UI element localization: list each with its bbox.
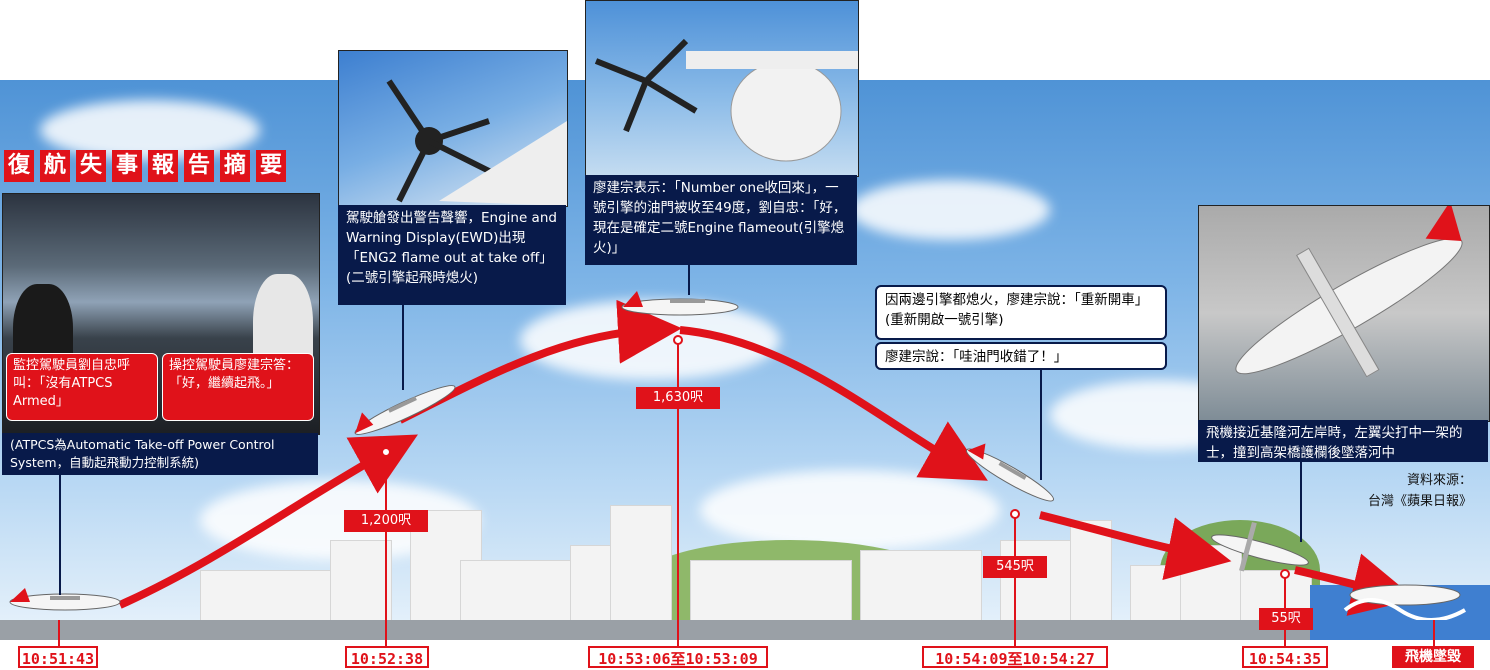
- propeller-icon: [594, 38, 858, 162]
- crash-photo: [1198, 205, 1490, 422]
- report-title: 復 航 失 事 報 告 摘 要: [4, 150, 286, 182]
- connector-line: [1300, 462, 1302, 542]
- connector-line: [402, 305, 404, 390]
- aircraft-front-photo: [585, 0, 859, 177]
- path-climb: [118, 434, 418, 609]
- cloud: [850, 180, 1050, 240]
- building: [330, 540, 392, 622]
- plane-crash: [1343, 584, 1466, 620]
- altitude-dot: [1010, 509, 1020, 519]
- plane-peak: [621, 291, 739, 316]
- propeller-icon: [386, 79, 567, 206]
- caption-cockpit-right: 操控駕駛員廖建宗答：「好，繼續起飛。」: [162, 353, 314, 421]
- time-badge-peak: 10:53:06至10:53:09: [588, 646, 768, 668]
- altitude-line: [677, 340, 679, 648]
- crash-badge: 飛機墜毀: [1392, 646, 1474, 668]
- connector-line: [1040, 370, 1042, 480]
- plane-descent: [966, 443, 1054, 502]
- altitude-label-545: 545呎: [983, 556, 1047, 578]
- source-credit: 資料來源： 台灣《蘋果日報》: [1368, 473, 1473, 509]
- altitude-dot: [1280, 569, 1290, 579]
- plane-illustration: [1235, 206, 1463, 378]
- caption-ewd: 駕駛艙發出警告聲響，Engine and Warning Display(EWD…: [338, 205, 566, 305]
- building: [610, 505, 672, 622]
- caption-cockpit-left: 監控駕駛員劉自忠呼叫：「沒有ATPCS Armed」: [6, 353, 158, 421]
- altitude-label-1200: 1,200呎: [344, 510, 428, 532]
- building: [460, 560, 572, 622]
- plane-climb: [354, 385, 456, 435]
- path-fall: [1039, 511, 1232, 581]
- time-badge-warning: 10:52:38: [345, 646, 429, 668]
- building: [1000, 540, 1082, 622]
- altitude-dot: [673, 335, 683, 345]
- time-badge-impact: 10:54:35: [1242, 646, 1328, 668]
- altitude-label-55: 55呎: [1259, 608, 1313, 630]
- ground: [0, 620, 1490, 640]
- path-descent: [679, 326, 988, 481]
- time-badge-takeoff: 10:51:43: [18, 646, 98, 668]
- altitude-dot: [381, 447, 391, 457]
- altitude-line: [1014, 514, 1016, 648]
- altitude-line: [385, 452, 387, 648]
- caption-wrong-throttle: 廖建宗說：「哇油門收錯了！」: [875, 342, 1167, 370]
- caption-number-one: 廖建宗表示：「Number one收回來」，一號引擎的油門被收至49度，劉自忠：…: [585, 175, 857, 265]
- building: [1070, 520, 1112, 622]
- plane-takeoff: [9, 588, 121, 611]
- caption-atpcs: (ATPCS為Automatic Take-off Power Control …: [2, 433, 318, 475]
- caption-both-engines-out: 因兩邊引擎都熄火，廖建宗說：「重新開車」(重新開啟一號引擎): [875, 285, 1167, 340]
- time-badge-descent: 10:54:09至10:54:27: [922, 646, 1108, 668]
- time-line: [58, 620, 60, 648]
- plane-banking: [1211, 521, 1309, 572]
- engine-photo: [338, 50, 568, 207]
- time-line: [1433, 620, 1435, 648]
- caption-impact: 飛機接近基隆河左岸時，左翼尖打中一架的士，撞到高架橋護欄後墜落河中: [1198, 420, 1488, 462]
- cloud: [700, 470, 1000, 550]
- connector-line: [59, 475, 61, 595]
- altitude-label-1630: 1,630呎: [636, 387, 720, 409]
- building: [690, 560, 852, 622]
- connector-line: [688, 265, 690, 295]
